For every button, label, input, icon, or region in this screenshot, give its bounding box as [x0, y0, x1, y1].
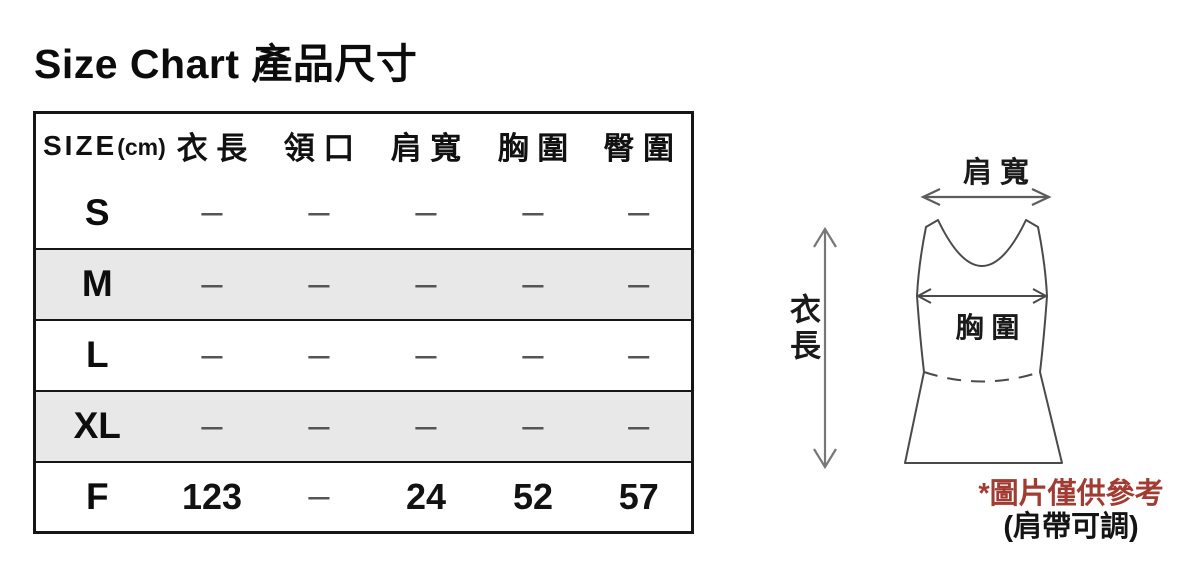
cell-value: –: [201, 333, 223, 376]
reference-note: *圖片僅供參考: [978, 478, 1164, 510]
cell-value: –: [201, 191, 223, 233]
row-label: S: [84, 191, 110, 233]
cell-value: 123: [181, 475, 243, 517]
column-header-hip: 臀 圍: [603, 131, 675, 167]
table-row-m: M – – – – –: [34, 248, 693, 320]
cell-value: –: [308, 333, 330, 376]
strap-adjustable-note: (肩帶可調): [1003, 511, 1139, 543]
garment-measurement-diagram: [813, 188, 1063, 470]
page-title: Size Chart 產品尺寸: [34, 41, 418, 87]
cell-value: –: [415, 262, 437, 305]
size-unit: (cm): [117, 133, 166, 160]
chest-width-label: 胸 圍: [955, 312, 1020, 343]
cell-value: –: [308, 191, 330, 233]
shoulder-width-arrow-icon: [920, 188, 1052, 206]
cell-value: 52: [512, 475, 554, 517]
cell-value: –: [628, 333, 650, 376]
size-column-header: SIZE(cm): [35, 113, 166, 178]
table-row-f: F 123 – 24 52 57: [34, 461, 693, 533]
cell-value: –: [522, 404, 544, 447]
size-label: SIZE: [43, 129, 118, 161]
row-label: XL: [73, 405, 121, 446]
row-label: F: [85, 475, 109, 517]
length-arrow-icon: [813, 226, 837, 470]
cell-value: –: [308, 404, 330, 447]
cell-value: –: [522, 333, 544, 376]
cell-value: –: [415, 404, 437, 447]
table-row-xl: XL – – – – –: [34, 390, 693, 462]
cell-value: –: [415, 191, 437, 233]
cell-value: –: [415, 333, 437, 376]
cell-value: –: [522, 191, 544, 233]
cell-value: –: [201, 404, 223, 447]
chest-width-arrow-icon: [915, 288, 1049, 304]
cell-value: –: [308, 475, 330, 518]
column-header-neck: 領 口: [283, 131, 355, 167]
waist-dashed-line: [923, 371, 1041, 383]
cell-value: 57: [618, 475, 659, 517]
column-header-chest: 胸 圍: [497, 131, 569, 167]
table-header-row: SIZE(cm) 衣 長 領 口 肩 寬 胸 圍 臀 圍: [35, 113, 693, 178]
cell-value: –: [628, 262, 650, 305]
garment-length-label: 衣長: [785, 293, 820, 365]
cell-value: –: [628, 191, 650, 233]
shoulder-width-label: 肩 寬: [962, 157, 1030, 189]
row-label: M: [81, 263, 113, 304]
cell-value: –: [628, 404, 650, 447]
column-header-shoulder: 肩 寬: [390, 131, 462, 167]
table-row-l: L – – – – –: [34, 319, 693, 391]
size-chart-table: SIZE(cm) 衣 長 領 口 肩 寬 胸 圍 臀 圍 S – – – – –…: [33, 111, 694, 534]
cell-value: –: [308, 262, 330, 305]
cell-value: –: [201, 262, 223, 305]
cell-value: 24: [405, 475, 447, 517]
row-label: L: [85, 334, 109, 375]
table-row-s: S – – – – –: [35, 178, 693, 249]
column-header-length: 衣 長: [176, 131, 248, 167]
diagram-notes: *圖片僅供參考 (肩帶可調): [946, 478, 1196, 544]
cell-value: –: [522, 262, 544, 305]
